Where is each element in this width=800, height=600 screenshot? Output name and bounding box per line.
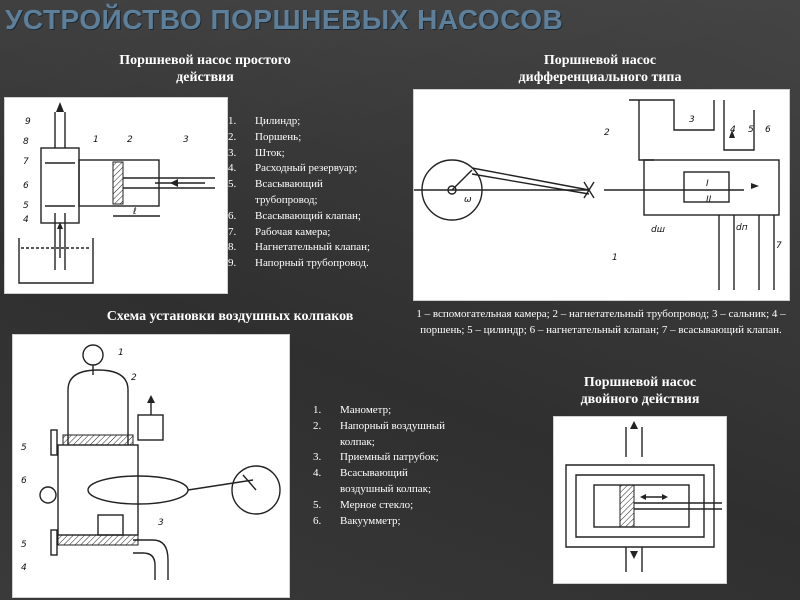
svg-text:II: II xyxy=(706,195,712,205)
svg-text:5: 5 xyxy=(21,443,27,453)
single-acting-caption: Поршневой насос простого действия xyxy=(119,53,291,85)
svg-text:7: 7 xyxy=(23,157,29,167)
svg-text:3: 3 xyxy=(689,115,695,125)
legend-item: 2.Поршень; xyxy=(228,130,302,143)
legend-item: 8.Нагнетательный клапан; xyxy=(228,241,371,254)
legend-item: 3.Приемный патрубок; xyxy=(313,451,439,464)
differential-caption: Поршневой насос дифференциального типа xyxy=(518,53,682,85)
svg-text:2: 2 xyxy=(127,135,133,145)
svg-text:5: 5 xyxy=(21,540,27,550)
svg-text:5: 5 xyxy=(23,201,29,211)
svg-text:6: 6 xyxy=(21,476,27,486)
air-caps-legend: 1.Манометр; 2.Напорный воздушный колпак;… xyxy=(313,403,513,529)
legend-item: 6.Всасывающий клапан; xyxy=(228,209,361,222)
legend-item: трубопровод; xyxy=(255,193,318,206)
svg-text:2: 2 xyxy=(604,128,610,138)
single-acting-legend: 1.Цилиндр; 2.Поршень; 3.Шток; 4.Расходны… xyxy=(228,114,408,272)
svg-text:I: I xyxy=(706,179,709,189)
svg-text:4: 4 xyxy=(21,563,27,573)
single-acting-svg: ℓ 9 8 7 6 5 4 1 2 3 xyxy=(18,102,215,284)
double-acting-caption: Поршневой насос двойного действия xyxy=(580,375,700,407)
svg-text:3: 3 xyxy=(158,518,164,528)
legend-item: 5.Мерное стекло; xyxy=(313,498,414,511)
svg-text:dш: dш xyxy=(651,225,665,235)
svg-text:6: 6 xyxy=(765,125,771,135)
legend-item: 9.Напорный трубопровод. xyxy=(228,257,369,270)
air-caps-caption: Схема установки воздушных колпаков xyxy=(106,309,354,324)
differential-svg: ω I II 2 3 4 5 6 1 7 dш dп xyxy=(414,99,782,290)
legend-item: 7.Рабочая камера; xyxy=(228,225,331,238)
air-caps-diagram: 1 2 6 5 5 3 4 xyxy=(12,334,290,598)
legend-item: 6.Вакуумметр; xyxy=(313,514,401,527)
svg-text:1: 1 xyxy=(612,253,618,263)
legend-item: 4.Всасывающий xyxy=(313,467,408,480)
single-acting-diagram: ℓ 9 8 7 6 5 4 1 2 3 xyxy=(4,97,228,294)
svg-text:9: 9 xyxy=(25,117,31,127)
slide-title: УСТРОЙСТВО ПОРШНЕВЫХ НАСОСОВ xyxy=(5,4,564,35)
legend-item: 5.Всасывающий xyxy=(228,178,323,191)
svg-text:8: 8 xyxy=(23,137,29,147)
svg-text:2: 2 xyxy=(131,373,137,383)
legend-item: колпак; xyxy=(340,435,375,448)
differential-legend: 1 – вспомогательная камера; 2 – нагнетат… xyxy=(416,308,786,336)
svg-text:4: 4 xyxy=(730,125,736,135)
differential-diagram: ω I II 2 3 4 5 6 1 7 dш dп xyxy=(413,89,790,301)
double-acting-diagram xyxy=(553,416,727,584)
legend-item: 4.Расходный резервуар; xyxy=(228,162,358,175)
svg-text:1: 1 xyxy=(118,348,124,358)
legend-item: 1.Манометр; xyxy=(313,404,392,416)
legend-item: 2.Напорный воздушный xyxy=(313,419,445,432)
svg-text:5: 5 xyxy=(748,125,754,135)
legend-item: 3.Шток; xyxy=(228,146,285,159)
svg-text:6: 6 xyxy=(23,181,29,191)
legend-item: 1.Цилиндр; xyxy=(228,115,301,127)
legend-item: воздушный колпак; xyxy=(340,482,432,495)
svg-text:dп: dп xyxy=(736,223,748,233)
double-acting-svg xyxy=(565,421,722,572)
svg-text:4: 4 xyxy=(23,215,29,225)
svg-text:7: 7 xyxy=(776,241,782,251)
svg-text:1: 1 xyxy=(93,135,99,145)
svg-text:3: 3 xyxy=(183,135,189,145)
air-caps-svg: 1 2 6 5 5 3 4 xyxy=(21,344,281,580)
svg-text:ω: ω xyxy=(464,195,472,205)
label-l: ℓ xyxy=(132,207,137,217)
